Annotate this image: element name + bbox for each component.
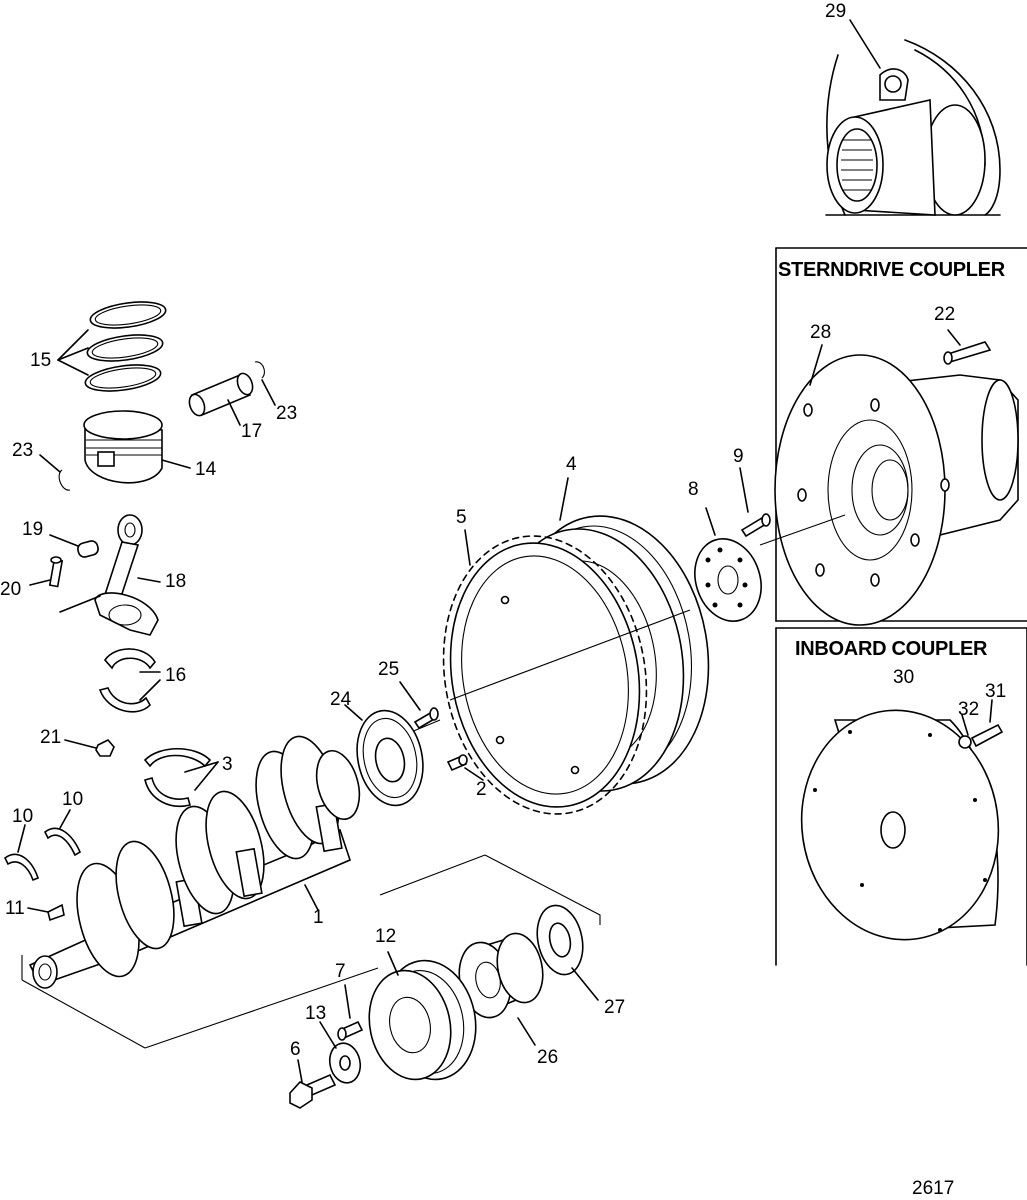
connecting-rod xyxy=(59,514,161,636)
crankshaft xyxy=(28,735,361,989)
callout-24: 24 xyxy=(330,689,352,710)
ring-gear xyxy=(442,529,648,815)
rod-nut xyxy=(64,739,115,757)
callout-19: 19 xyxy=(22,519,44,540)
callout-30: 30 xyxy=(893,667,915,688)
damper-pulley xyxy=(368,951,477,1081)
flex-plate xyxy=(694,507,762,622)
callout-14: 14 xyxy=(195,459,217,480)
inboard-panel-frame xyxy=(775,627,1027,966)
timing-gear xyxy=(458,932,544,1046)
callout-25: 25 xyxy=(378,659,400,680)
callout-26: 26 xyxy=(537,1047,559,1068)
front-seal xyxy=(536,904,599,1001)
callout-15: 15 xyxy=(30,350,52,371)
rod-bushing xyxy=(49,534,99,558)
callout-27: 27 xyxy=(604,997,626,1018)
piston xyxy=(83,410,191,484)
pin-retainers xyxy=(39,361,276,491)
callout-31: 31 xyxy=(985,681,1007,702)
callout-16: 16 xyxy=(165,665,187,686)
washer xyxy=(319,1021,362,1084)
callout-6: 6 xyxy=(290,1039,301,1060)
callout-18: 18 xyxy=(165,571,187,592)
callout-23-left: 23 xyxy=(12,440,34,461)
sterndrive-panel-frame xyxy=(775,247,1027,622)
main-bearings xyxy=(143,748,219,807)
callout-10-right: 10 xyxy=(62,789,84,810)
callout-1: 1 xyxy=(313,907,324,928)
crank-key xyxy=(27,903,65,922)
callout-29: 29 xyxy=(825,1,847,22)
rod-bolt xyxy=(29,556,64,588)
inboard-coupler-title: INBOARD COUPLER xyxy=(795,638,988,660)
callout-10-left: 10 xyxy=(12,806,34,827)
thrust-washers xyxy=(3,809,82,882)
rear-main-seal xyxy=(344,704,424,807)
callout-8: 8 xyxy=(688,479,699,500)
callout-13: 13 xyxy=(305,1003,327,1024)
callout-11: 11 xyxy=(5,898,25,919)
inboard-coupler xyxy=(800,699,1004,941)
callout-7: 7 xyxy=(335,961,346,982)
callout-4: 4 xyxy=(566,454,577,475)
sterndrive-coupler xyxy=(774,329,1019,626)
callout-2: 2 xyxy=(476,779,487,800)
callout-5: 5 xyxy=(456,507,467,528)
pilot-bearing-inset xyxy=(825,19,1001,216)
damper-bolt xyxy=(337,984,364,1041)
rod-bearing xyxy=(98,648,161,713)
bolt xyxy=(289,1059,337,1109)
callout-17: 17 xyxy=(241,421,263,442)
front-assembly-frame xyxy=(21,854,601,1049)
flywheel-bolt xyxy=(739,467,771,538)
piston-rings xyxy=(57,301,167,392)
callout-21: 21 xyxy=(40,727,62,748)
callout-23-right: 23 xyxy=(276,403,298,424)
figure-number: 2617 xyxy=(912,1178,955,1199)
sterndrive-coupler-title: STERNDRIVE COUPLER xyxy=(778,259,1005,281)
callout-20: 20 xyxy=(0,579,22,600)
callout-3: 3 xyxy=(222,754,233,775)
seal-bolt xyxy=(399,681,439,730)
callout-9: 9 xyxy=(733,446,744,467)
callout-32: 32 xyxy=(958,699,980,720)
callout-28: 28 xyxy=(810,322,832,343)
callout-22: 22 xyxy=(934,304,956,325)
callout-12: 12 xyxy=(375,926,397,947)
dowel-pin xyxy=(446,754,484,781)
piston-pin xyxy=(188,372,254,426)
